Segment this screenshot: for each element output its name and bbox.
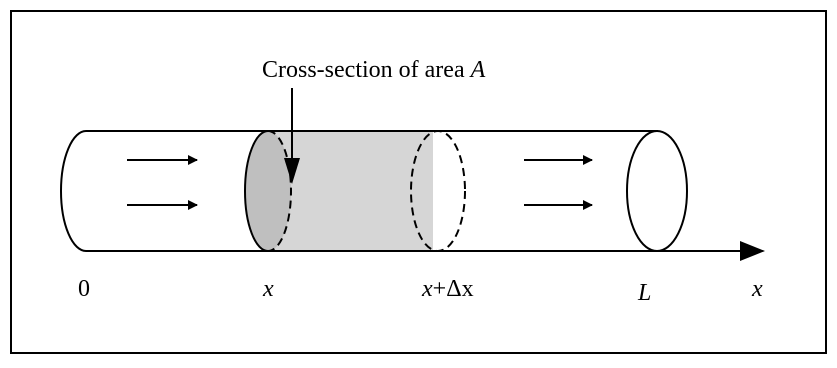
label-origin: 0 — [78, 276, 90, 302]
label-x: x — [262, 276, 274, 302]
label-x-plus-delta: x+Δx — [421, 276, 474, 302]
label-x-plus-delta-rest: +Δx — [433, 276, 474, 302]
outer-border — [10, 10, 827, 354]
cross-section-left-dashed — [267, 130, 292, 252]
cross-section-left-solid — [244, 130, 269, 252]
annotation-symbol: A — [469, 57, 486, 83]
pipe-left-end — [60, 130, 87, 252]
label-length: L — [637, 280, 651, 306]
annotation-label: Cross-section of area A — [262, 57, 486, 83]
annotation-pointer-head — [284, 158, 300, 184]
annotation-text: Cross-section of area — [262, 57, 471, 83]
x-axis-arrowhead — [740, 241, 765, 261]
label-axis: x — [751, 276, 763, 302]
label-x-plus-delta-x: x — [421, 276, 433, 302]
pipe-right-end — [626, 130, 688, 252]
shaded-cross-section-left — [245, 131, 291, 251]
cross-section-right-dashed — [410, 130, 466, 252]
